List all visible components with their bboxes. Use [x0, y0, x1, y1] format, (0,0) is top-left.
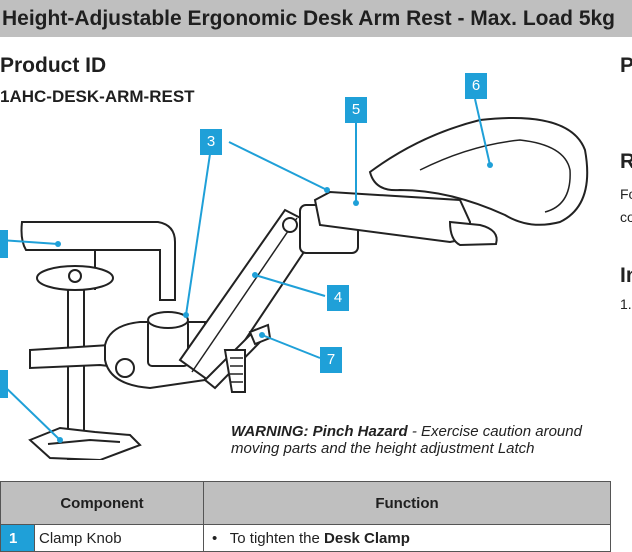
right-heading-1: P	[620, 54, 632, 77]
clamp-knob	[28, 426, 142, 460]
callout-partial-2	[0, 370, 8, 398]
header-component: Component	[0, 481, 204, 525]
product-id-label: Product ID	[0, 54, 107, 77]
row-number: 1	[0, 524, 35, 552]
header-function: Function	[203, 481, 611, 525]
armrest-pad	[368, 117, 589, 226]
function-prefix: To tighten the	[229, 529, 325, 547]
callout-3: 3	[200, 129, 222, 155]
component-table: Component Function 1 Clamp Knob • To tig…	[0, 481, 611, 552]
callout-4: 4	[327, 285, 349, 311]
warning-bold: WARNING: Pinch Hazard	[231, 423, 408, 440]
callout-partial-1	[0, 230, 8, 258]
clamp-top-plate	[20, 221, 176, 301]
right-text-3: 1.	[620, 296, 632, 312]
callout-7: 7	[320, 347, 342, 373]
table-row: 1 Clamp Knob • To tighten the Desk Clamp	[0, 524, 611, 552]
bullet: •	[212, 529, 218, 547]
arm-rest-illustration	[0, 98, 589, 460]
callout-5: 5	[345, 97, 367, 123]
right-text-2: co	[620, 209, 632, 225]
warning-text: - Exercise caution around moving parts a…	[231, 423, 582, 457]
right-text-1: Fo	[620, 186, 632, 202]
function-bold: Desk Clamp	[324, 529, 410, 547]
callout-6: 6	[465, 73, 487, 99]
table-header-row: Component Function	[0, 481, 611, 525]
product-id-value: 1AHC-DESK-ARM-REST	[0, 87, 195, 106]
warning-note: WARNING: Pinch Hazard - Exercise caution…	[231, 423, 611, 457]
right-heading-2: R	[620, 150, 632, 173]
row-function: • To tighten the Desk Clamp	[203, 524, 611, 552]
right-heading-3: In	[620, 264, 632, 287]
title-bar: Height-Adjustable Ergonomic Desk Arm Res…	[0, 0, 632, 37]
page-title: Height-Adjustable Ergonomic Desk Arm Res…	[2, 7, 615, 30]
row-component: Clamp Knob	[34, 524, 204, 552]
latch	[223, 349, 246, 393]
